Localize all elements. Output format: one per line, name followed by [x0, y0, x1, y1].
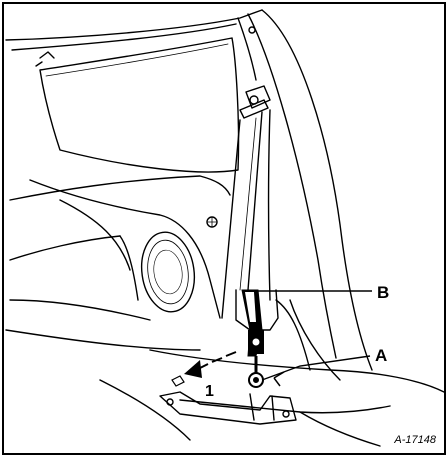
pillar-trim-left-edge — [221, 119, 241, 319]
door-frame-right — [261, 9, 373, 371]
lower-bracket — [159, 391, 297, 425]
callout-step-1: 1 — [205, 383, 214, 400]
roof-line — [5, 9, 263, 41]
removal-arrow-head — [184, 360, 202, 378]
belt-upper-anchor — [245, 85, 271, 109]
removal-direction-dashes — [199, 351, 237, 369]
callout-a: A — [375, 346, 388, 365]
speaker-cover — [140, 231, 196, 313]
leader-a — [261, 355, 371, 381]
screw — [206, 216, 218, 228]
callout-b: B — [377, 283, 390, 302]
rear-window — [39, 37, 240, 173]
figure-reference-number: A-17148 — [394, 434, 436, 446]
